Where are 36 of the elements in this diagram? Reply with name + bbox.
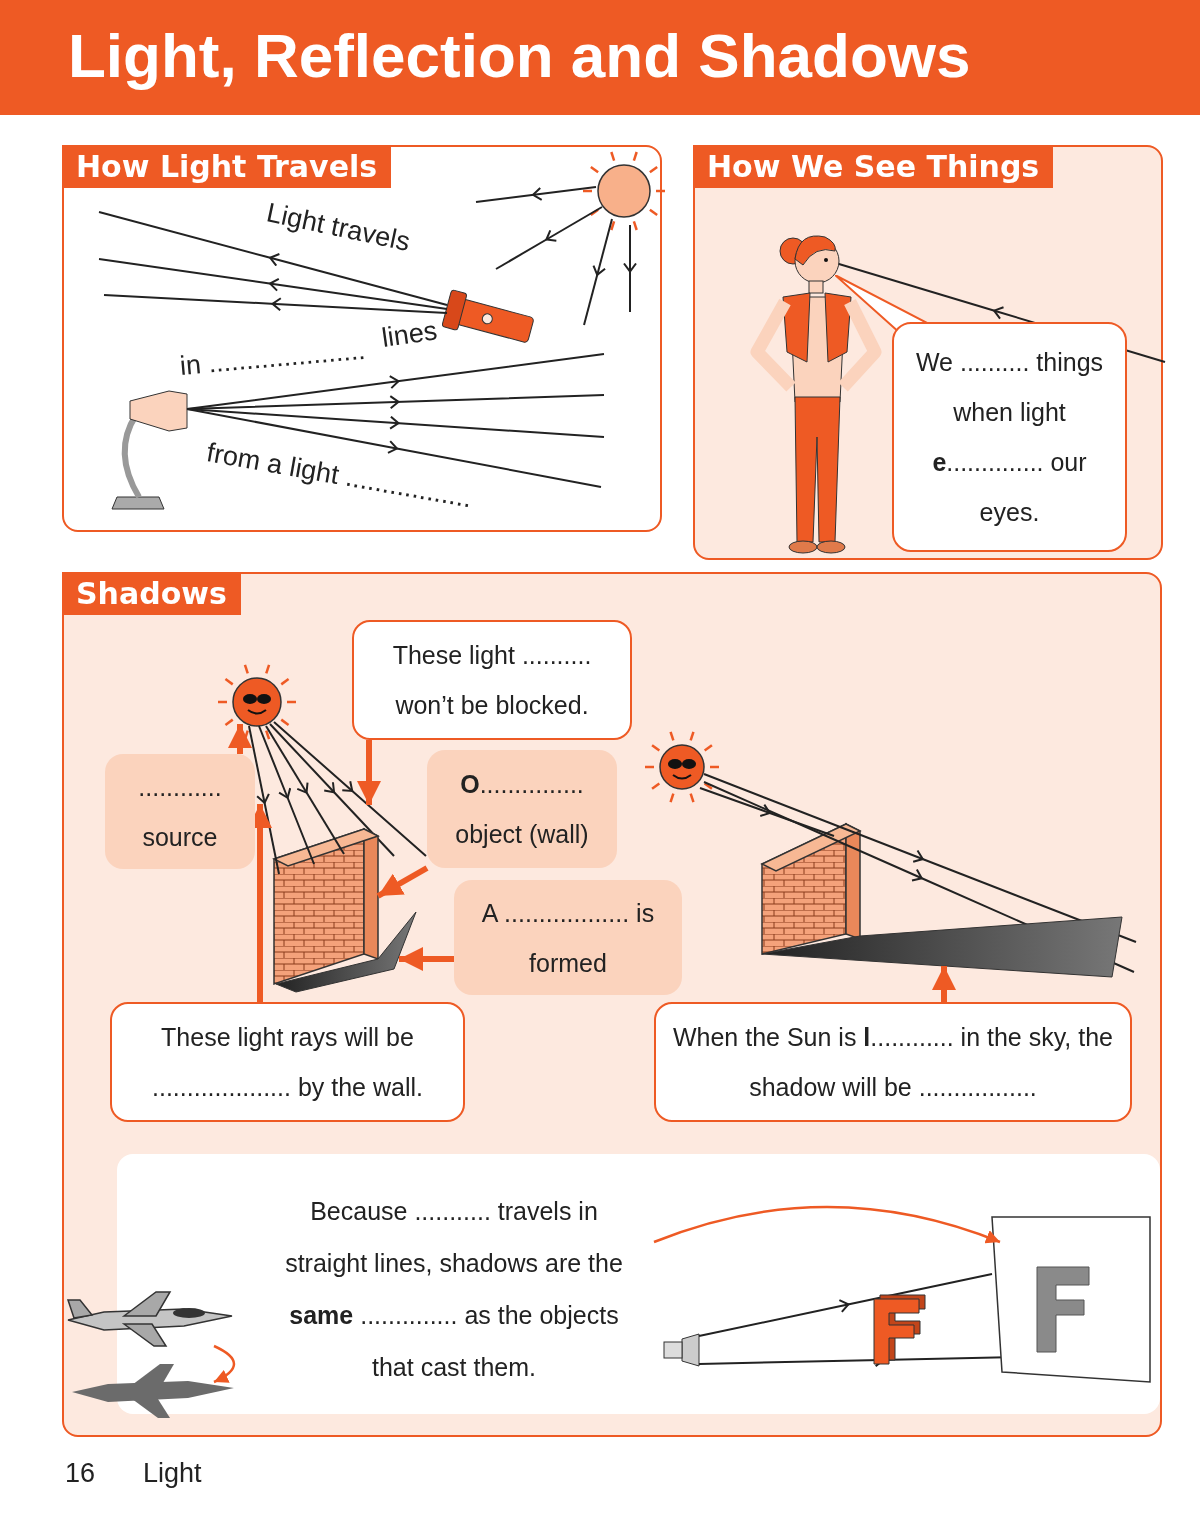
callout-card: A .................. is formed bbox=[454, 880, 682, 995]
footer-label: Light bbox=[143, 1458, 202, 1489]
arrow bbox=[653, 1205, 1001, 1244]
section-panel bbox=[693, 145, 1163, 560]
section-panel bbox=[62, 145, 662, 532]
callout-card: These light rays will be .................... by the wall. bbox=[110, 1002, 465, 1122]
section-heading: How Light Travels bbox=[62, 145, 392, 188]
page-number: 16 bbox=[65, 1458, 96, 1489]
shadow-drawing bbox=[761, 916, 1123, 978]
brick-wall-drawing bbox=[272, 827, 380, 986]
jet-shadow-drawing bbox=[72, 1364, 234, 1418]
screen-drawing bbox=[991, 1216, 1151, 1383]
diagram-label: lines bbox=[379, 315, 440, 354]
diagram-label: in ..................... bbox=[178, 334, 367, 382]
page-title: Light, Reflection and Shadows bbox=[68, 20, 971, 91]
arrow bbox=[228, 724, 252, 754]
arrow bbox=[399, 947, 454, 971]
callout-card: O............... object (wall) bbox=[427, 750, 617, 868]
callout-card: When the Sun is l............ in the sky, the shadow will be ................. bbox=[654, 1002, 1132, 1122]
diagram-label: Light travels bbox=[263, 197, 413, 258]
fill-in-sentence: Because ........... travels in straight lines, shadows are the same .............. as the objects that cast them. bbox=[254, 1164, 654, 1414]
light-rays-drawing bbox=[248, 725, 345, 875]
section-heading: Shadows bbox=[62, 572, 241, 615]
section-heading: How We See Things bbox=[693, 145, 1054, 188]
sun-drawing bbox=[218, 664, 296, 740]
callout-card: ............ source bbox=[105, 754, 255, 869]
light-rays-drawing bbox=[269, 721, 427, 857]
fighter-jet-drawing bbox=[66, 1291, 233, 1347]
callout-card: These light .......... won’t be blocked. bbox=[352, 620, 632, 740]
diagram-label: from a light ................. bbox=[204, 437, 475, 515]
arrow bbox=[213, 1344, 235, 1384]
arrow bbox=[357, 740, 381, 805]
section-panel bbox=[62, 572, 1162, 1437]
shadow-drawing bbox=[275, 911, 417, 993]
arrow bbox=[932, 966, 956, 1002]
arrow bbox=[376, 865, 429, 899]
